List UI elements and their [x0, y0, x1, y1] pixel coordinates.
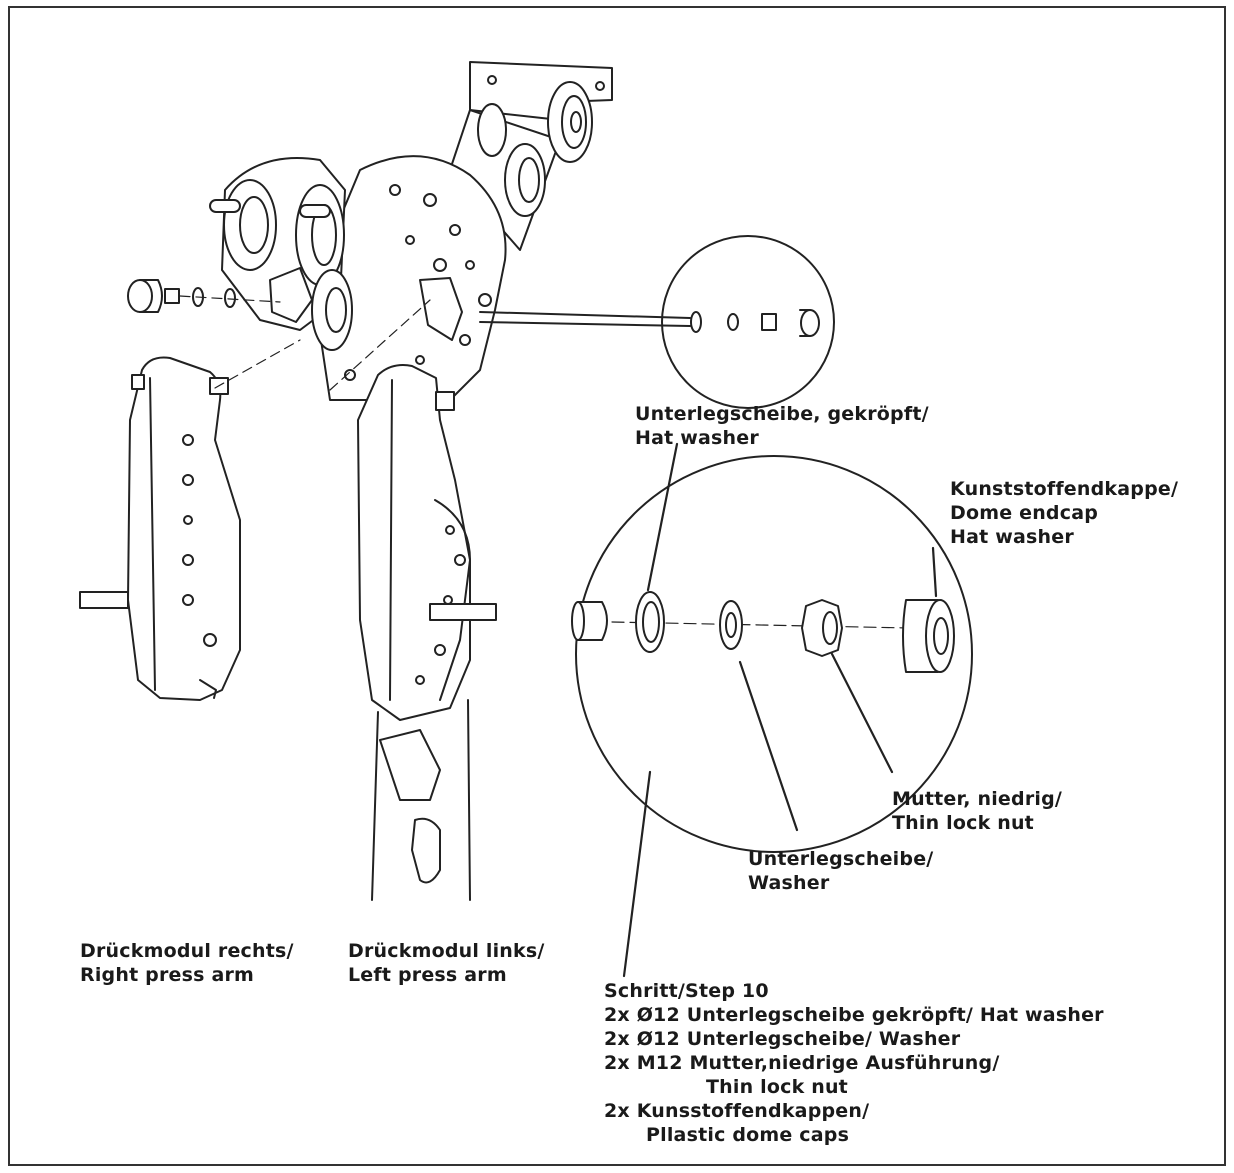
- lock-nut-part: [801, 599, 843, 657]
- washer-part: [719, 600, 743, 650]
- dome-endcap-part: [902, 599, 955, 673]
- step-item: 2x Ø12 Unterlegscheibe gekröpft/ Hat was…: [604, 1004, 1104, 1026]
- right-press-arm-label: Drückmodul rechts/ Right press arm: [80, 940, 294, 986]
- step-item: 2x Ø12 Unterlegscheibe/ Washer: [604, 1028, 961, 1050]
- axle-rod: [479, 311, 691, 327]
- step-item: Thin lock nut: [706, 1076, 848, 1098]
- left-press-arm: [329, 299, 497, 901]
- step-item: 2x Kunsstoffendkappen/: [604, 1100, 870, 1122]
- axle-end: [571, 601, 608, 641]
- detail-circle-large: [575, 455, 973, 853]
- step-title: Schritt/Step 10: [604, 980, 769, 1002]
- dome-endcap-label: Kunststoffendkappe/ Dome endcap Hat wash…: [950, 478, 1179, 548]
- left-axle-parts: [127, 279, 281, 313]
- right-press-arm: [79, 339, 301, 701]
- hat-washer-part: [635, 591, 665, 653]
- hat-washer-label: Unterlegscheibe, gekröpft/ Hat washer: [635, 403, 929, 449]
- left-module-cluster: [209, 157, 463, 351]
- step-parts-list: Schritt/Step 10 2x Ø12 Unterlegscheibe g…: [604, 979, 1104, 1147]
- upper-pulleys: [477, 81, 593, 217]
- central-plate: [317, 155, 507, 401]
- washer-label: Unterlegscheibe/ Washer: [748, 848, 934, 894]
- step-item: 2x M12 Mutter,niedrige Ausführung/: [604, 1052, 1000, 1074]
- detail-circle-small: [661, 235, 835, 409]
- diagram-frame: [8, 6, 1226, 1166]
- leader-lines: [622, 442, 938, 978]
- step-item: Pllastic dome caps: [646, 1124, 850, 1146]
- left-press-arm-label: Drückmodul links/ Left press arm: [348, 940, 545, 986]
- lock-nut-label: Mutter, niedrig/ Thin lock nut: [892, 788, 1063, 834]
